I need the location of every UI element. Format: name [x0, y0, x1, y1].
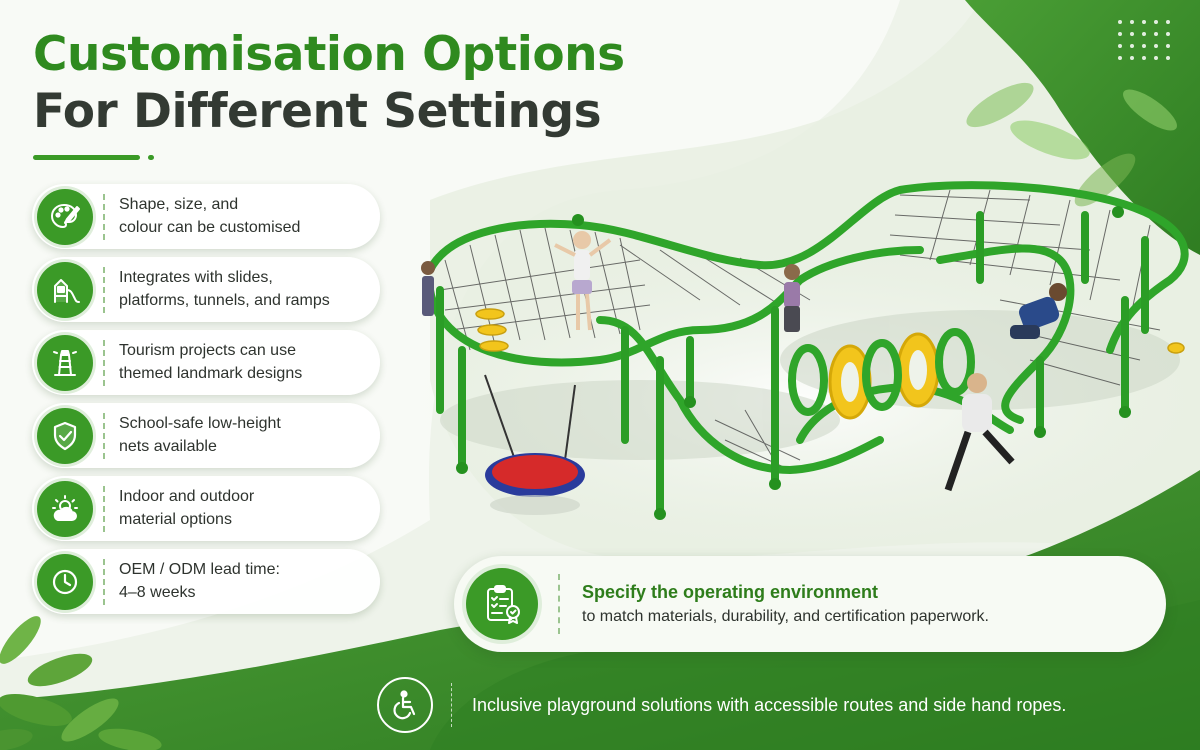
feature-text: School-safe low-height nets available [119, 415, 281, 455]
feature-divider [103, 485, 105, 532]
title-line-2: For Different Settings [33, 84, 602, 139]
feature-item-integration: Integrates with slides, platforms, tunne… [32, 257, 380, 322]
sun-cloud-icon [37, 480, 93, 537]
callout-text-block: Specify the operating environment to mat… [582, 579, 989, 629]
feature-divider [103, 412, 105, 459]
footer-text: Inclusive playground solutions with acce… [472, 694, 1067, 715]
playground-slide-icon [37, 261, 93, 318]
wheelchair-accessibility-icon [377, 677, 433, 733]
palette-brush-icon [37, 188, 93, 245]
feature-item-school-safe: School-safe low-height nets available [32, 403, 380, 468]
feature-text: Integrates with slides, platforms, tunne… [119, 269, 330, 309]
feature-text: OEM / ODM lead time: 4–8 weeks [119, 561, 280, 601]
feature-item-tourism: Tourism projects can use themed landmark… [32, 330, 380, 395]
page-title: Customisation Options For Different Sett… [33, 26, 625, 140]
feature-list: Shape, size, and colour can be customise… [32, 184, 380, 622]
callout-subtext: to match materials, durability, and cert… [582, 608, 989, 625]
lighthouse-icon [37, 334, 93, 391]
feature-divider [103, 266, 105, 313]
feature-text: Indoor and outdoor material options [119, 488, 255, 528]
feature-text: Tourism projects can use themed landmark… [119, 342, 303, 382]
callout-heading: Specify the operating environment [582, 582, 879, 602]
clipboard-certificate-icon [466, 568, 538, 640]
callout-divider [558, 574, 560, 634]
feature-item-customisation: Shape, size, and colour can be customise… [32, 184, 380, 249]
feature-divider [103, 193, 105, 240]
environment-callout: Specify the operating environment to mat… [454, 556, 1166, 652]
feature-text: Shape, size, and colour can be customise… [119, 196, 301, 236]
footer-divider [451, 683, 452, 727]
accessibility-footer: Inclusive playground solutions with acce… [377, 677, 1157, 733]
shield-check-icon [37, 407, 93, 464]
feature-divider [103, 558, 105, 605]
feature-item-lead-time: OEM / ODM lead time: 4–8 weeks [32, 549, 380, 614]
title-line-1: Customisation Options [33, 27, 625, 82]
title-underline [33, 155, 140, 160]
title-underline-dot [148, 155, 154, 160]
clock-icon [37, 553, 93, 610]
feature-divider [103, 339, 105, 386]
feature-item-indoor-outdoor: Indoor and outdoor material options [32, 476, 380, 541]
